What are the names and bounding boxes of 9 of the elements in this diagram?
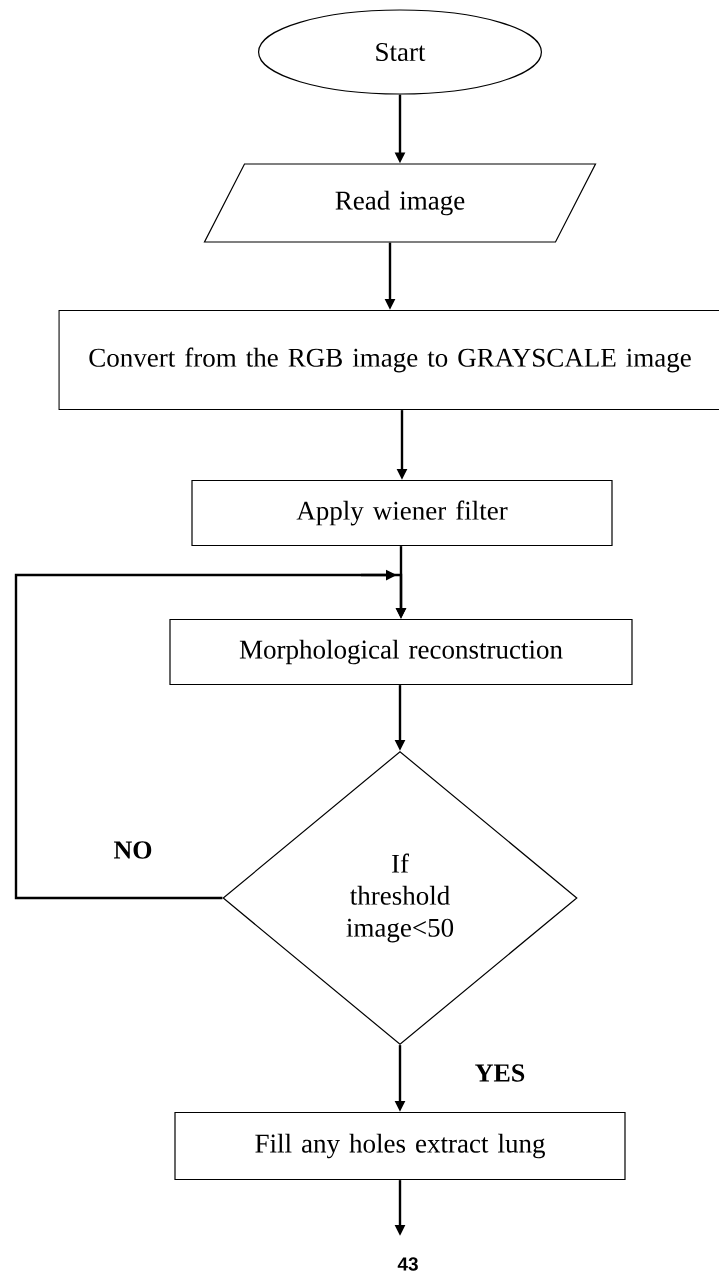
process-box: Apply wiener filter <box>191 479 613 547</box>
process-box: Fill any holes extract lung <box>174 1111 626 1181</box>
page-number: 43 <box>397 1257 418 1271</box>
edge-label: NO <box>114 841 152 859</box>
process-box: Convert from the RGB image to GRAYSCALE image <box>58 309 719 411</box>
input-parallelogram: Read image <box>203 163 597 243</box>
process-box: Morphological reconstruction <box>169 618 633 686</box>
edge-label: YES <box>475 1064 525 1082</box>
arrow <box>14 569 407 900</box>
